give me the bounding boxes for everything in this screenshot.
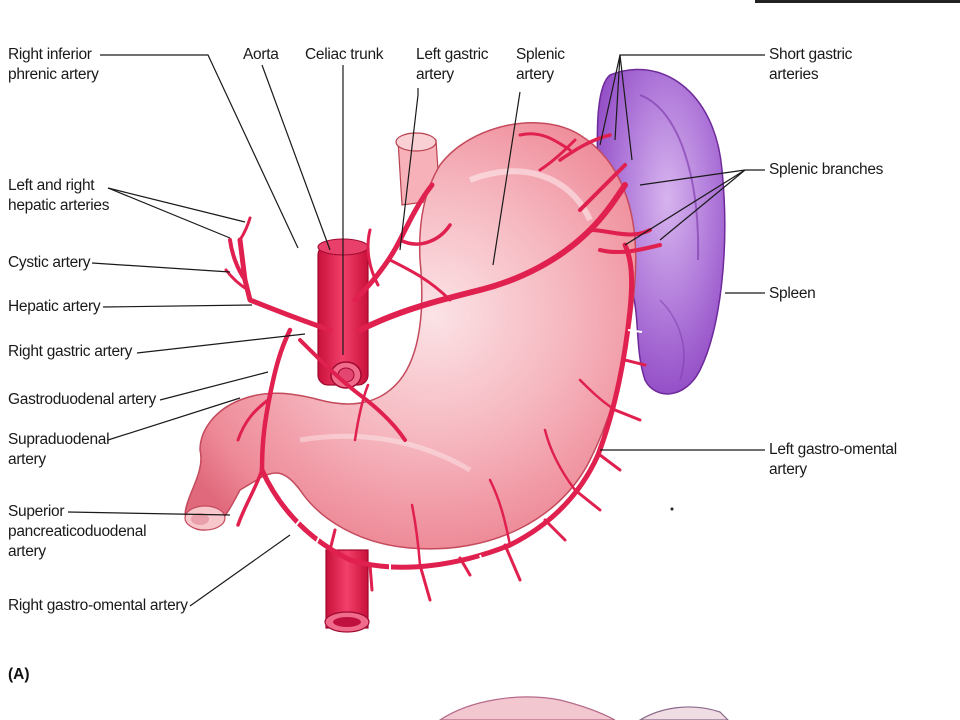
label-right-gastro-omental-artery: Right gastro-omental artery xyxy=(8,597,188,614)
label-supraduodenal-artery: Supraduodenal artery xyxy=(8,431,110,468)
label-left-and-right-hepatic-arteries: Left and right hepatic arteries xyxy=(8,177,110,214)
stomach xyxy=(184,122,637,550)
next-panel-preview xyxy=(438,696,729,720)
panel-letter: (A) xyxy=(8,666,30,683)
top-edge-bar xyxy=(755,0,960,3)
leader-lines xyxy=(67,54,765,607)
label-right-inferior-phrenic-artery: Right inferior phrenic artery xyxy=(8,46,99,83)
label-splenic-artery: Splenic artery xyxy=(516,46,565,83)
label-splenic-branches: Splenic branches xyxy=(769,161,884,178)
label-short-gastric-arteries: Short gastric arteries xyxy=(769,46,853,83)
label-left-gastric-artery: Left gastric artery xyxy=(416,46,489,83)
label-celiac-trunk: Celiac trunk xyxy=(305,46,384,63)
label-left-gastro-omental-artery: Left gastro-omental artery xyxy=(769,441,897,478)
label-hepatic-artery: Hepatic artery xyxy=(8,298,101,315)
arteries xyxy=(224,132,662,602)
label-superior-pancreaticoduodenal-artery: Superior pancreaticoduodenal artery xyxy=(8,503,147,560)
label-right-gastric-artery: Right gastric artery xyxy=(8,343,133,360)
label-spleen: Spleen xyxy=(769,285,816,302)
omentum-fringe xyxy=(291,329,643,575)
label-aorta: Aorta xyxy=(243,46,279,63)
label-cystic-artery: Cystic artery xyxy=(8,254,91,271)
label-gastroduodenal-artery: Gastroduodenal artery xyxy=(8,391,156,408)
stray-dot xyxy=(670,507,674,511)
